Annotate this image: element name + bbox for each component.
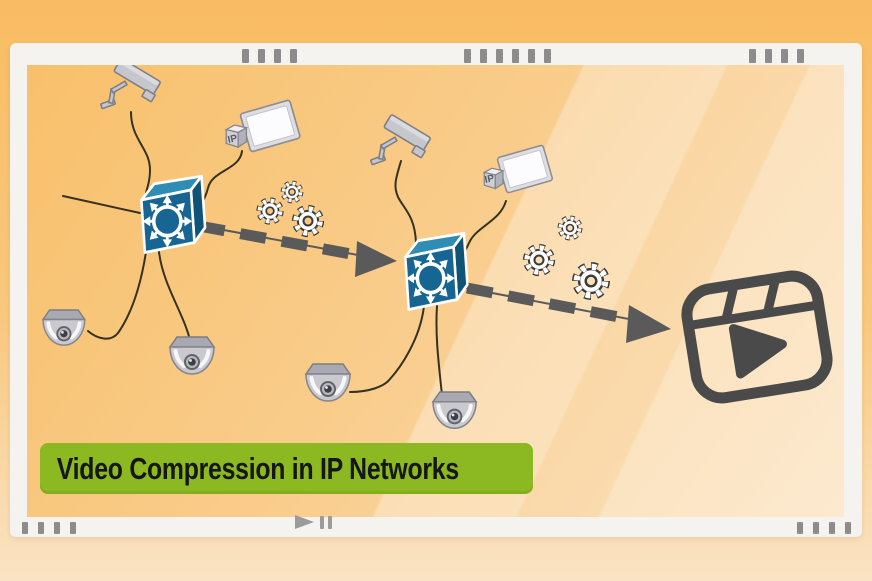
sprocket-hole [544, 49, 551, 63]
cable-line [87, 251, 147, 340]
sprocket-hole [38, 522, 44, 534]
play-pause-icon [295, 515, 335, 530]
sprocket-hole [274, 49, 281, 63]
sprocket-hole [528, 49, 535, 63]
sprocket-hole [496, 49, 503, 63]
cable-line [394, 160, 417, 244]
ip-label: IP [227, 133, 239, 146]
network-switch-icon [139, 174, 207, 255]
cable-line [435, 305, 443, 396]
network-switch-icon [403, 231, 470, 312]
sprocket-hole [54, 522, 60, 534]
sprocket-hole [464, 49, 471, 63]
sprocket-hole [22, 522, 28, 534]
cctv-camera-icon [369, 113, 434, 166]
sprocket-hole [290, 49, 297, 63]
sprocket-hole [797, 522, 803, 534]
play-triangle-icon [295, 515, 314, 529]
sprocket-hole [829, 522, 835, 534]
play-triangle-icon [728, 324, 787, 379]
gears-icon [526, 218, 606, 296]
network-diagram: IP IP [41, 65, 833, 431]
sprocket-hole [242, 49, 249, 63]
pause-bar-icon [320, 516, 324, 529]
sprocket-hole [797, 49, 804, 63]
sprocket-hole [258, 49, 265, 63]
sprocket-hole [70, 522, 76, 534]
dome-camera-icon [431, 390, 479, 431]
cctv-camera-icon [99, 65, 164, 110]
ip-label: IP [484, 173, 496, 186]
ip-monitor-icon [225, 98, 302, 153]
gears-icon [259, 183, 321, 234]
sprocket-hole [480, 49, 487, 63]
cable-line [62, 195, 141, 214]
cable-line [460, 200, 507, 259]
sprocket-hole [813, 522, 819, 534]
video-reels-icon [681, 270, 833, 404]
compression-arrow-2 [465, 282, 671, 343]
title-banner: Video Compression in IP Networks [40, 443, 533, 494]
dome-camera-icon [41, 308, 87, 348]
title-banner-text: Video Compression in IP Networks [56, 450, 459, 486]
cable-line [130, 111, 152, 198]
sprocket-hole [845, 522, 851, 534]
compression-arrow-1 [196, 220, 397, 277]
pause-bar-icon [328, 516, 332, 529]
dome-camera-icon [168, 335, 216, 376]
cable-line [158, 251, 191, 341]
sprocket-hole [749, 49, 756, 63]
sprocket-hole [765, 49, 772, 63]
dome-camera-icon [304, 362, 352, 403]
sprocket-hole [781, 49, 788, 63]
ip-monitor-icon [483, 144, 554, 194]
cable-line [349, 305, 425, 393]
sprocket-hole [512, 49, 519, 63]
